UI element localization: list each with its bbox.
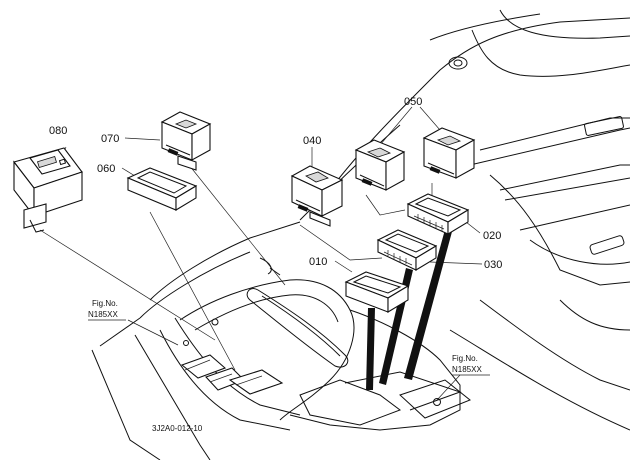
callout-050: 050 xyxy=(404,96,422,108)
callout-070: 070 xyxy=(101,133,119,145)
part-070-switch xyxy=(160,111,212,171)
part-020-socket xyxy=(406,193,470,235)
part-050-switch-a xyxy=(354,139,406,191)
fig-ref-left-line1: Fig.No. xyxy=(92,299,118,308)
part-030-socket xyxy=(376,229,438,271)
console-panel xyxy=(91,9,630,460)
callout-040: 040 xyxy=(303,135,321,147)
part-080-display-unit xyxy=(13,147,83,233)
fig-ref-left-line2: N185XX xyxy=(88,310,118,319)
callout-020: 020 xyxy=(483,230,501,242)
drawing-code: 3J2A0-012-10 xyxy=(152,424,203,433)
part-040-switch xyxy=(290,165,344,227)
leader-lines xyxy=(39,106,483,401)
fig-ref-right-line1: Fig.No. xyxy=(452,354,478,363)
figure-reference-left: Fig.No. N185XX xyxy=(88,299,126,321)
figure-reference-right: Fig.No. N185XX xyxy=(452,354,490,376)
part-060-bezel xyxy=(126,167,198,211)
fig-ref-right-line2: N185XX xyxy=(452,365,482,374)
callout-080: 080 xyxy=(49,125,67,137)
part-010-socket xyxy=(344,271,410,313)
callout-labels: 080 070 060 040 050 020 030 010 xyxy=(49,96,502,271)
callout-010: 010 xyxy=(309,256,327,268)
part-050-switch-b xyxy=(422,127,476,179)
callout-030: 030 xyxy=(484,259,502,271)
callout-060: 060 xyxy=(97,163,115,175)
